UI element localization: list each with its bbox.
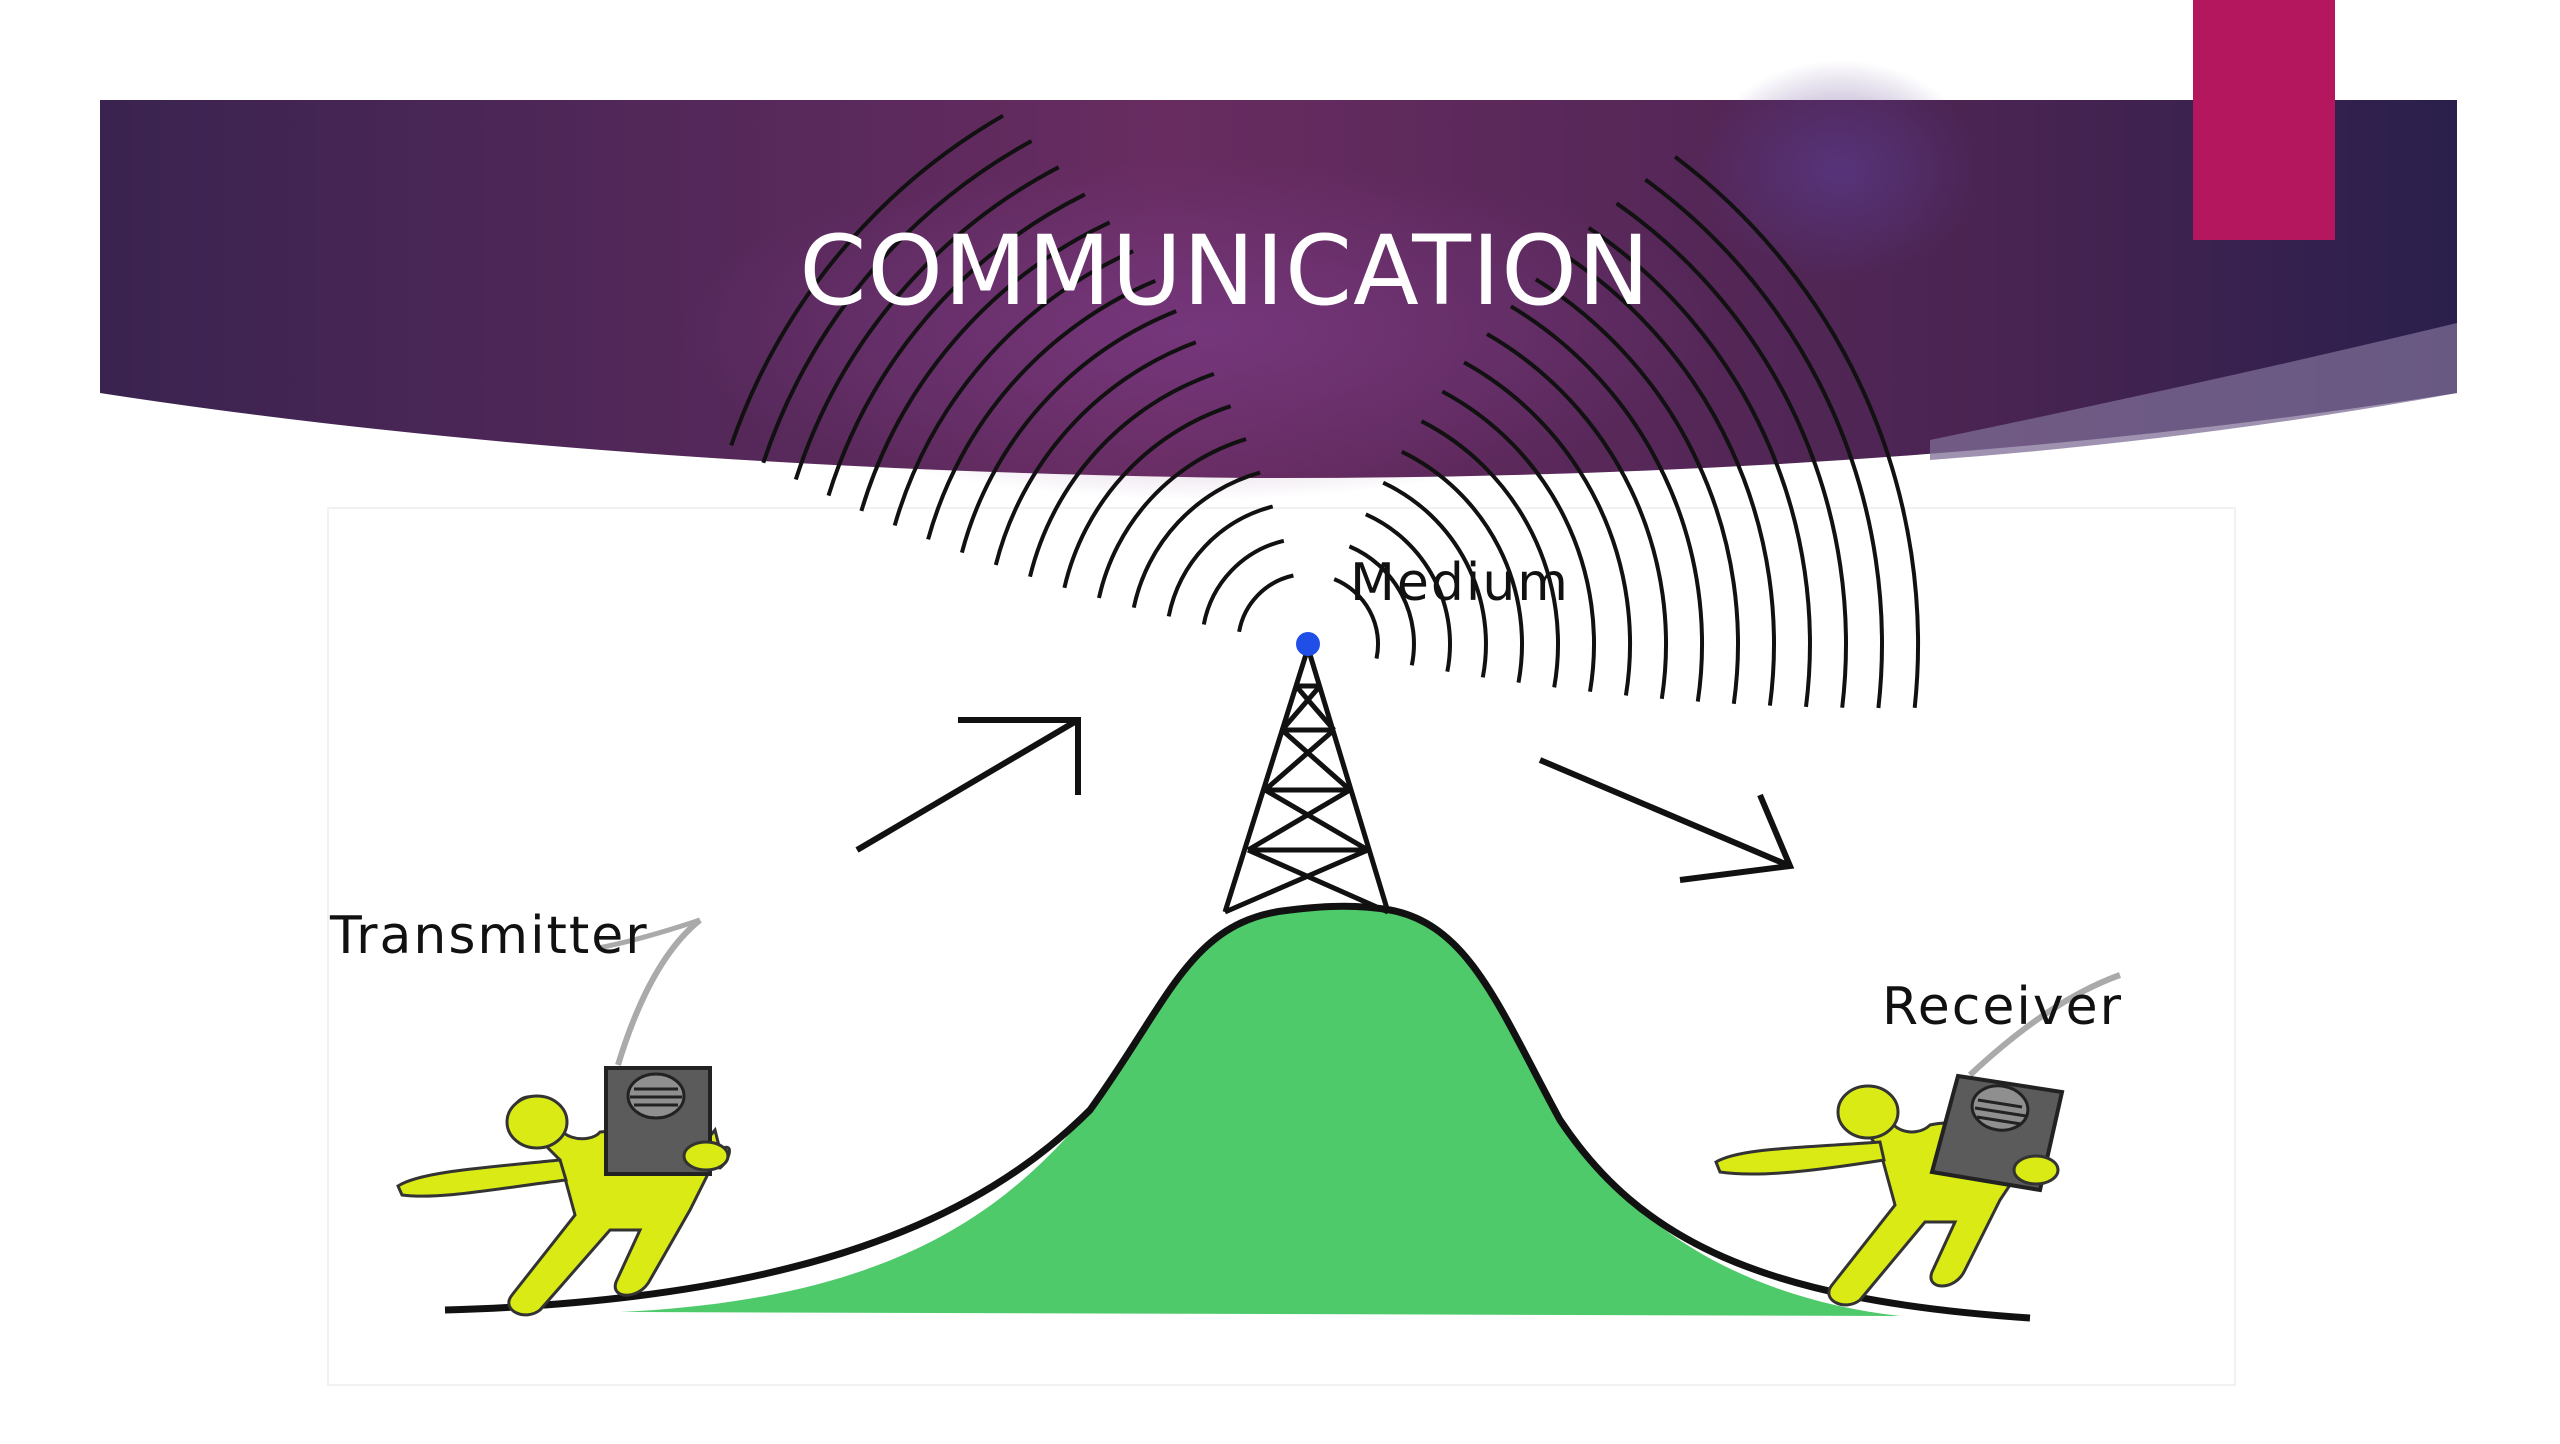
wave-arc-right [1333,577,1381,660]
title-banner [100,60,2457,500]
wave-arc-left [826,192,1086,497]
wave-arc-right [1420,419,1560,688]
wave-arc-left [926,278,1157,540]
wave-arc-right [1400,449,1524,683]
wave-arc-right [1348,544,1416,666]
wave-arc-left [761,139,1033,464]
wave-arc-right [1382,480,1488,678]
wave-arc-right [1673,155,1921,709]
wave-arc-right [1644,177,1884,709]
label-medium: Medium [1350,553,1570,613]
wave-arc-right [1463,360,1632,696]
wave-arc-left [1201,538,1285,625]
wave-arc-left [859,220,1111,512]
ground-line [444,902,2031,1322]
accent-tab [2193,0,2335,240]
wave-arc-left [1166,504,1274,617]
arrow-up-right [855,717,1081,853]
wave-arc-left [729,113,1005,447]
label-receiver: Receiver [1882,977,2123,1037]
wave-arc-right [1441,389,1596,693]
label-transmitter: Transmitter [329,906,649,966]
wave-arc-right [1509,304,1704,702]
signal-waves-left [729,113,1294,633]
signal-waves-right [1333,155,1921,709]
wave-arc-left [892,249,1134,527]
wave-arc-left [1062,404,1232,589]
wave-arc-left [993,340,1197,566]
wave-arc-left [1028,372,1215,578]
receiver-device [1929,1073,2065,1193]
wave-arc-right [1364,512,1453,672]
wave-arc-right [1560,251,1776,706]
radio-tower [1222,647,1391,915]
hill [620,906,1900,1316]
slide-title: COMMUNICATION [799,215,1651,327]
wave-arc-right [1485,332,1668,700]
transmitter-device [604,1066,730,1176]
wave-arc-right [1615,201,1848,708]
wave-arc-left [1097,437,1247,599]
antenna-tip [1296,632,1320,656]
wave-arc-right [1587,226,1812,708]
wave-arc-left [959,309,1177,554]
wave-arc-left [1237,573,1294,633]
wave-arc-left [1131,470,1261,609]
wave-arc-right [1534,277,1740,705]
wave-arc-left [793,165,1060,481]
arrow-down-right [1538,757,1795,883]
